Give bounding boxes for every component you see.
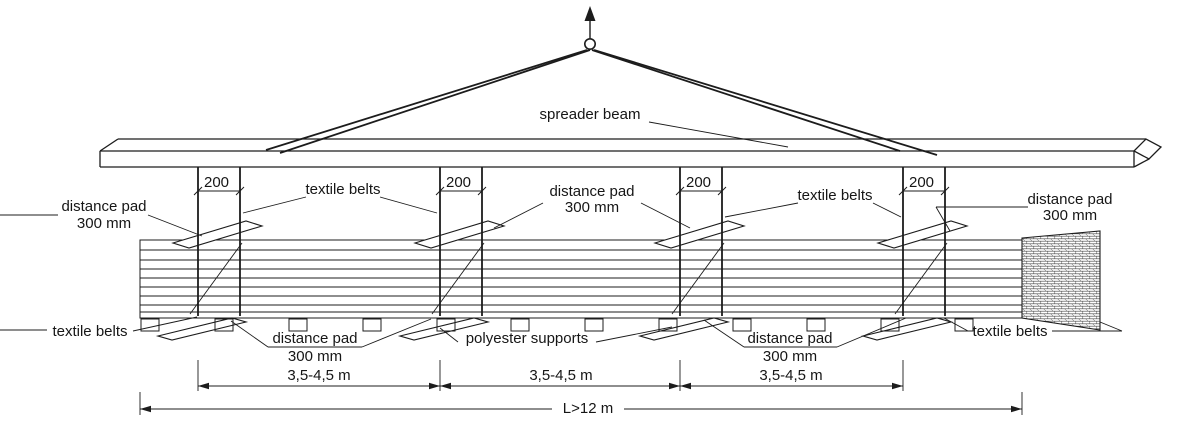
lifting-slings: [265, 49, 938, 156]
distance-pad-label-bottom-right-line2: 300 mm: [763, 348, 817, 365]
polyester-supports-label: polyester supports: [466, 330, 589, 347]
belt-station-4: 200: [860, 167, 969, 341]
belt-spacing-dim-text: 200: [686, 174, 711, 191]
stack-end-face: [1021, 230, 1101, 331]
overall-dimension: L>12 m: [139, 392, 1023, 417]
distance-pad-label-top-left-line2: 300 mm: [77, 215, 131, 232]
belt-spacing-dim-text: 200: [204, 174, 229, 191]
distance-pad-label-top-right-line2: 300 mm: [1043, 207, 1097, 224]
belt-station-3: 200: [637, 167, 746, 341]
bottom-distance-pad: [397, 317, 491, 341]
belt-spacing-dim-text: 200: [446, 174, 471, 191]
belt-station-1: 200: [155, 167, 264, 341]
textile-belts-label-top-right: textile belts: [797, 187, 872, 204]
spreader-beam-label: spreader beam: [540, 106, 641, 123]
bottom-distance-pad: [860, 317, 954, 341]
distance-pad-label-top-center-line1: distance pad: [549, 183, 634, 200]
distance-pad-label-top-center-line2: 300 mm: [565, 199, 619, 216]
bay-span-dim-text-3: 3,5-4,5 m: [759, 367, 822, 384]
bay-span-dim-text-2: 3,5-4,5 m: [529, 367, 592, 384]
textile-belts-label-top-left: textile belts: [305, 181, 380, 198]
distance-pad-label-top-right-line1: distance pad: [1027, 191, 1112, 208]
bottom-distance-pad: [155, 317, 249, 341]
hook-arrow-icon: [583, 6, 596, 50]
timber-stack: [139, 230, 1101, 331]
distance-pad-label-top-left-line1: distance pad: [61, 198, 146, 215]
textile-belts-label-bottom-right: textile belts: [972, 323, 1047, 340]
label-leader-lines: [0, 121, 1123, 348]
belt-spacing-dim-text: 200: [909, 174, 934, 191]
distance-pad-label-bottom-left-line1: distance pad: [272, 330, 357, 347]
bottom-distance-pad: [637, 317, 731, 341]
stack-board-layers: [140, 249, 1022, 313]
spreader-beam: [99, 138, 1163, 168]
bay-dimensions: 3,5-4,5 m 3,5-4,5 m 3,5-4,5 m: [197, 360, 904, 391]
overall-length-dim-text: L>12 m: [563, 400, 613, 417]
distance-pad-label-bottom-left-line2: 300 mm: [288, 348, 342, 365]
belt-station-2: 200: [397, 167, 506, 341]
distance-pad-label-bottom-right-line1: distance pad: [747, 330, 832, 347]
textile-belts-label-bottom-left: textile belts: [52, 323, 127, 340]
bay-span-dim-text-1: 3,5-4,5 m: [287, 367, 350, 384]
